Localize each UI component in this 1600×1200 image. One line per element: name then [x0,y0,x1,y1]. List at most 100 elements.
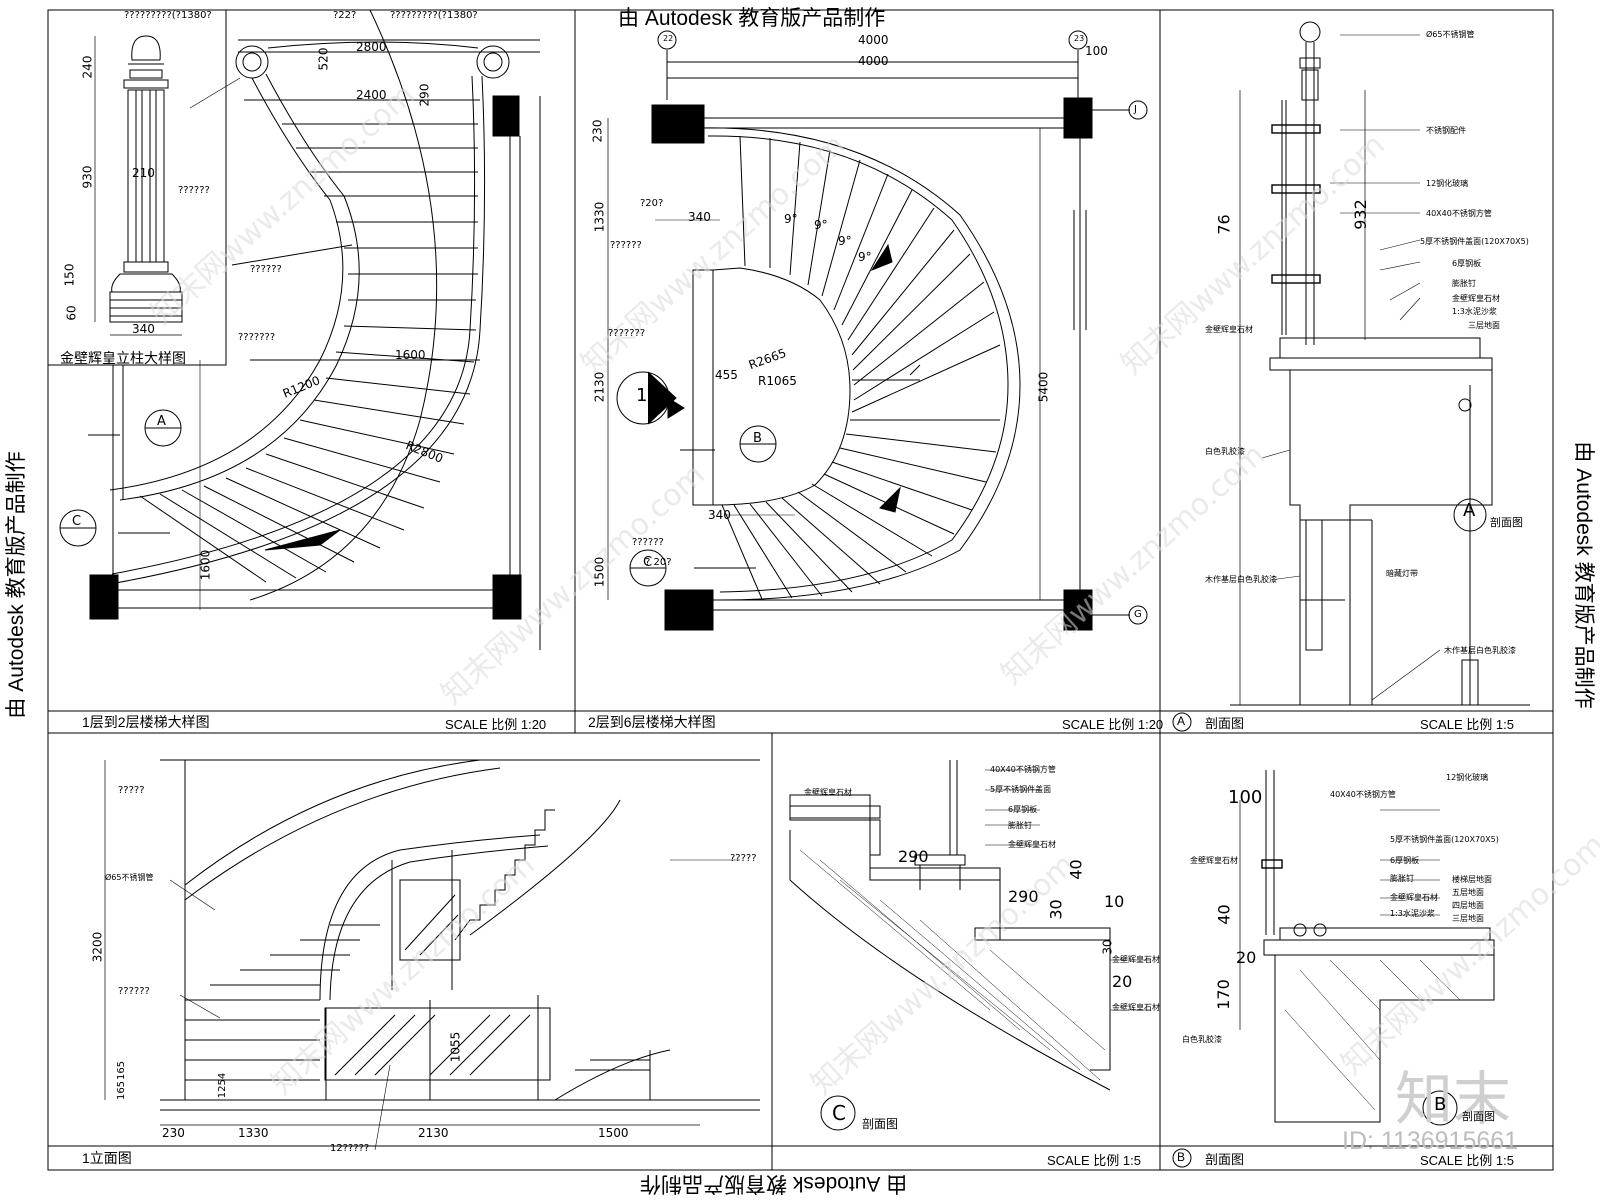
panel5-title: 剖面图 [862,1117,899,1131]
panel6-scale: SCALE 比例 1:5 [1420,1153,1514,1168]
sectionA-note: 白色乳胶漆 [1205,447,1245,456]
sectionB-note: 四层地面 [1452,901,1484,910]
sectionC-dim: 290 [898,847,929,866]
panel3-title: 剖面图 [1205,716,1245,731]
sectionA-note: 6厚钢板 [1452,259,1482,268]
sectionA-note: 5厚不锈钢件盖面(120X70X5) [1420,237,1529,246]
elevation-label: 12????? [330,1143,370,1154]
panel5-marker: C [832,1101,846,1125]
panel3-marker: A [1177,714,1186,728]
post-dim: 240 [80,55,95,79]
panel2-title: 2层到6层楼梯大样图 [588,714,716,730]
sectionA-note: 12钢化玻璃 [1426,179,1469,188]
sectionC-note: 金壁辉皇石材 [1008,840,1056,849]
panel3-scale: SCALE 比例 1:5 [1420,717,1514,732]
panel6-title: 剖面图 [1205,1152,1245,1167]
sectionB-drawing [1239,770,1495,1126]
plan1-dim: 2400 [356,88,387,102]
sectionA-note: 膨胀钉 [1452,279,1476,288]
sectionB-note: 12钢化玻璃 [1446,773,1489,782]
plan1-dim: 520 [316,47,331,71]
plan2-dim: 230 [590,119,605,143]
sectionC-dim: 20 [1112,972,1133,991]
elevation-dim: 1500 [598,1126,629,1140]
plan2-angle: 9° [838,234,852,248]
panel1-title: 1层到2层楼梯大样图 [82,714,210,730]
plan1-label: ?????? [250,264,282,275]
panel2-scale: SCALE 比例 1:20 [1062,717,1164,732]
plan2-grid: 22 [663,34,674,43]
sectionB-note: 40X40不锈钢方管 [1330,790,1396,799]
plan2-label: ??????? [608,328,646,339]
plan2-grid: G [1134,609,1142,620]
sectionB-note: 五层地面 [1452,888,1484,897]
sectionC-note: 5厚不锈钢件盖面 [990,785,1052,794]
sectionA-note: 不锈钢配件 [1426,126,1466,135]
plan1-dim: 2800 [356,40,387,54]
sectionA-caption: 剖面图 [1490,516,1523,529]
plan1-drawing [47,9,541,650]
post-dim: 930 [80,165,95,189]
plan2-dim: 340 [688,210,711,224]
plan2-dim: 1500 [592,556,607,588]
panel1-scale: SCALE 比例 1:20 [445,717,547,732]
sectionC-note: 金壁辉皇石材 [1112,1003,1160,1012]
sectionA-drawing [1230,21,1530,706]
plan2-drawing [607,30,1148,631]
plan1-dim: 290 [417,83,432,107]
watermark-id: ID: 1136915661 [1342,1127,1519,1155]
sectionB-note: 白色乳胶漆 [1182,1035,1222,1044]
sectionB-dim: 40 [1214,904,1234,925]
plan2-dim: 1330 [592,201,607,233]
post-label: ?????? [178,185,210,196]
elevation-dim: 1330 [238,1126,269,1140]
plan2-dim: 340 [708,508,731,522]
sectionC-dim: 290 [1008,887,1039,906]
sectionB-note: 6厚钢板 [1390,856,1420,865]
sectionB-note: 1:3水泥沙浆 [1390,909,1435,918]
post-dim: 340 [132,322,155,336]
plan1-marker: A [157,414,166,429]
banner-left: 由 Autodesk 教育版产品制作 [5,451,28,719]
elevation-dim: 165 [116,1080,128,1101]
sectionB-dim: 170 [1213,979,1233,1010]
plan2-label: ? 20? [645,557,672,568]
elevation-dim: 230 [162,1126,185,1140]
sectionB-note: 金壁辉皇石材 [1390,893,1438,902]
plan2-label: ?????? [610,240,642,251]
plan1-dim: 1600 [198,549,213,581]
plan2-angle: 9° [784,212,798,226]
elevation-label: Ø65不锈钢管 [105,873,154,882]
plan1-label: ??????? [238,332,276,343]
plan2-marker: B [753,431,762,446]
sectionC-drawing [789,760,1150,1131]
plan2-label: ?20? [640,198,664,209]
elevation-label: ????? [118,785,145,796]
plan2-angle: 9° [814,218,828,232]
sectionA-note: 三层地面 [1468,321,1500,330]
sectionB-dim: 100 [1228,787,1263,808]
sectionC-dim: 30 [1100,939,1115,955]
banner-bottom: 由 Autodesk 教育版产品制作 [640,1172,908,1195]
sectionC-note: 膨胀钉 [1008,821,1032,830]
sectionC-dim: 40 [1066,859,1086,880]
sheet-border [47,9,1554,1171]
sectionB-note: 金壁辉皇石材 [1190,856,1238,865]
elevation-dim: 165 [116,1060,128,1081]
sectionC-note: 40X40不锈钢方管 [990,765,1056,774]
plan2-grid: J [1134,104,1137,115]
banner-top: 由 Autodesk 教育版产品制作 [618,7,886,30]
plan1-dim: ?????????(?1380? [390,10,478,21]
post-dim: 150 [62,263,77,287]
sectionB-marker: B [1434,1094,1447,1115]
sectionA-dim: 76 [1214,214,1234,235]
plan1-marker: C [72,514,82,529]
plan2-dim: 5400 [1036,371,1051,403]
watermark-logo: 知末 [1395,1065,1512,1133]
plan2-angle: 9° [858,250,872,264]
sectionC-dim: 30 [1046,899,1066,920]
sectionA-note: Ø65不锈钢管 [1426,30,1475,39]
sectionC-note: 6厚钢板 [1008,805,1038,814]
plan2-dim: R1065 [758,374,797,388]
sectionA-note: 金壁辉皇石材 [1205,325,1253,334]
